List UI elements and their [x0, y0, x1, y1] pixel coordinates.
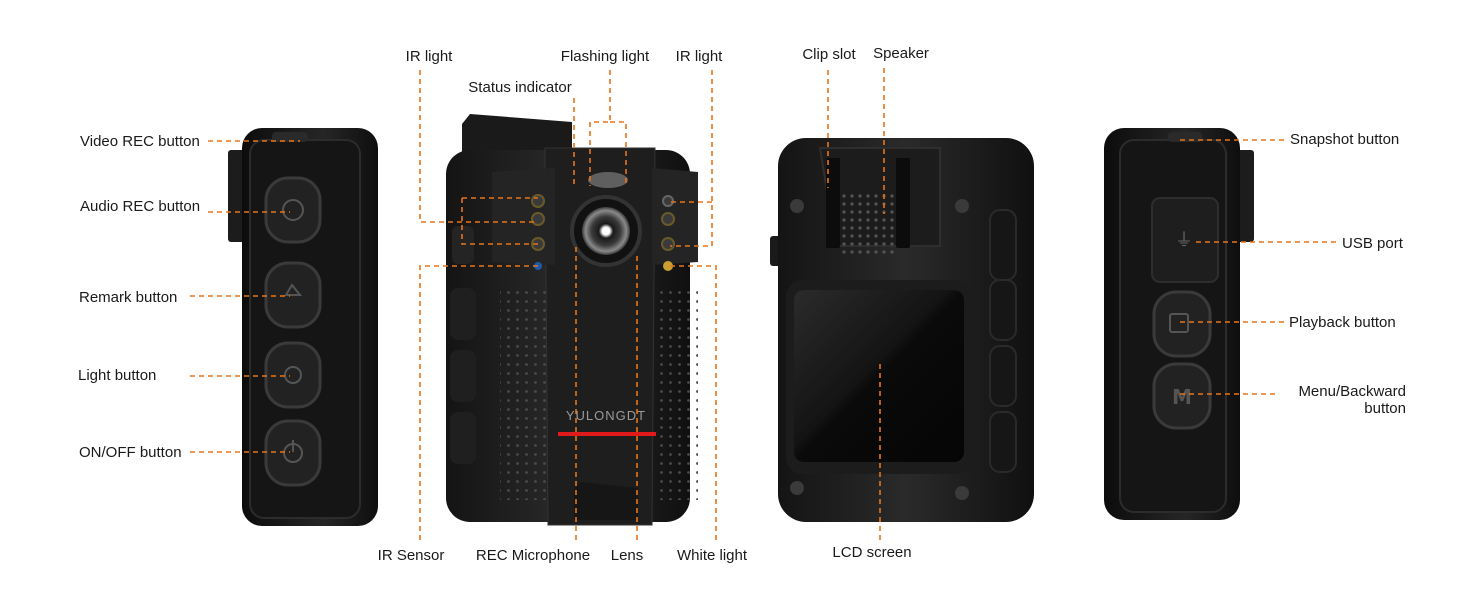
ir-light-left-top [531, 194, 545, 208]
label-lens: Lens [610, 547, 644, 564]
label-ir-sensor: IR Sensor [377, 547, 445, 564]
leader-ir-light-left [419, 70, 536, 223]
screw-bottom-right [955, 486, 969, 500]
screw-bottom-left [790, 481, 804, 495]
front-side-button-1 [450, 288, 476, 340]
ir-light-right-low [661, 237, 675, 251]
label-status-indicator: Status indicator [468, 79, 572, 96]
usb-icon: ⏚ [1175, 230, 1193, 251]
back-view [770, 138, 1034, 522]
white-light-shape [663, 261, 673, 271]
ir-light-right-mid [661, 212, 675, 226]
front-view: YULONGDT [446, 114, 698, 526]
label-snapshot-button: Snapshot button [1290, 131, 1400, 148]
front-side-button-2 [450, 350, 476, 402]
left-side-view [228, 128, 378, 526]
microphone-icon [282, 199, 304, 221]
label-menu-backward-line2: button [1364, 400, 1406, 417]
label-speaker: Speaker [873, 45, 929, 62]
usb-cover [1151, 197, 1219, 283]
speaker-grill [842, 190, 894, 254]
side-button-group [264, 176, 322, 487]
screw-top-right [955, 199, 969, 213]
remark-icon [284, 283, 303, 296]
leader-ir-light-right [670, 70, 713, 247]
label-ir-light-right: IR light [675, 48, 723, 65]
callout-lines [190, 68, 1336, 540]
video-rec-button-shape [272, 132, 308, 142]
lcd-screen-shape [794, 290, 964, 462]
screw-top-left [790, 199, 804, 213]
red-status-stripe [558, 432, 656, 436]
lens-highlight [602, 227, 610, 235]
menu-icon: M [1172, 385, 1192, 409]
leader-ir-light-left-bracket [461, 198, 538, 245]
front-right-light-panel [652, 168, 698, 265]
ir-light-right-top [662, 195, 674, 207]
right-side-view: ⏚ M [1104, 128, 1254, 520]
label-flashing-light: Flashing light [560, 48, 650, 65]
leader-flashing-light-right [610, 121, 627, 186]
light-button-shape [264, 341, 322, 409]
front-side-button-3 [450, 412, 476, 464]
onoff-button-shape [264, 419, 322, 487]
label-white-light: White light [676, 547, 748, 564]
leader-ir-sensor [419, 265, 538, 540]
light-icon [284, 366, 302, 384]
label-ir-light-left: IR light [405, 48, 453, 65]
playback-button-shape [1152, 290, 1212, 358]
label-video-rec-button: Video REC button [80, 133, 200, 150]
back-side-button-2 [989, 279, 1017, 341]
clip-slot-shape [826, 158, 840, 248]
clip-slot-shape-2 [896, 158, 910, 248]
label-usb-port: USB port [1342, 235, 1403, 252]
flashing-light-shape [588, 172, 628, 188]
back-side-button-4 [989, 411, 1017, 473]
label-clip-slot: Clip slot [802, 46, 856, 63]
label-remark-button: Remark button [79, 289, 178, 306]
playback-icon [1169, 313, 1189, 333]
front-left-light-panel [492, 168, 555, 265]
ir-light-left-mid [531, 212, 545, 226]
leader-white-light [670, 265, 717, 540]
label-playback-button: Playback button [1289, 314, 1396, 331]
label-lcd-screen: LCD screen [832, 544, 912, 561]
label-rec-microphone: REC Microphone [475, 547, 591, 564]
label-menu-backward: Menu/Backward button [1298, 383, 1406, 417]
leader-flashing-light-left [589, 70, 611, 186]
label-menu-backward-line1: Menu/Backward [1298, 383, 1406, 400]
brand-logo: YULONGDT [566, 408, 646, 423]
label-light-button: Light button [78, 367, 157, 384]
label-audio-rec-button: Audio REC button [80, 198, 201, 215]
front-bottom-notch [574, 482, 638, 520]
back-side-button-1 [989, 209, 1017, 281]
label-onoff-button: ON/OFF button [79, 444, 182, 461]
back-side-button-3 [989, 345, 1017, 407]
audio-rec-button-shape [264, 176, 322, 244]
menu-button-shape [1152, 362, 1212, 430]
front-left-speaker-grill [500, 290, 548, 500]
front-right-speaker-grill [658, 290, 698, 500]
front-side-usb [452, 226, 474, 264]
